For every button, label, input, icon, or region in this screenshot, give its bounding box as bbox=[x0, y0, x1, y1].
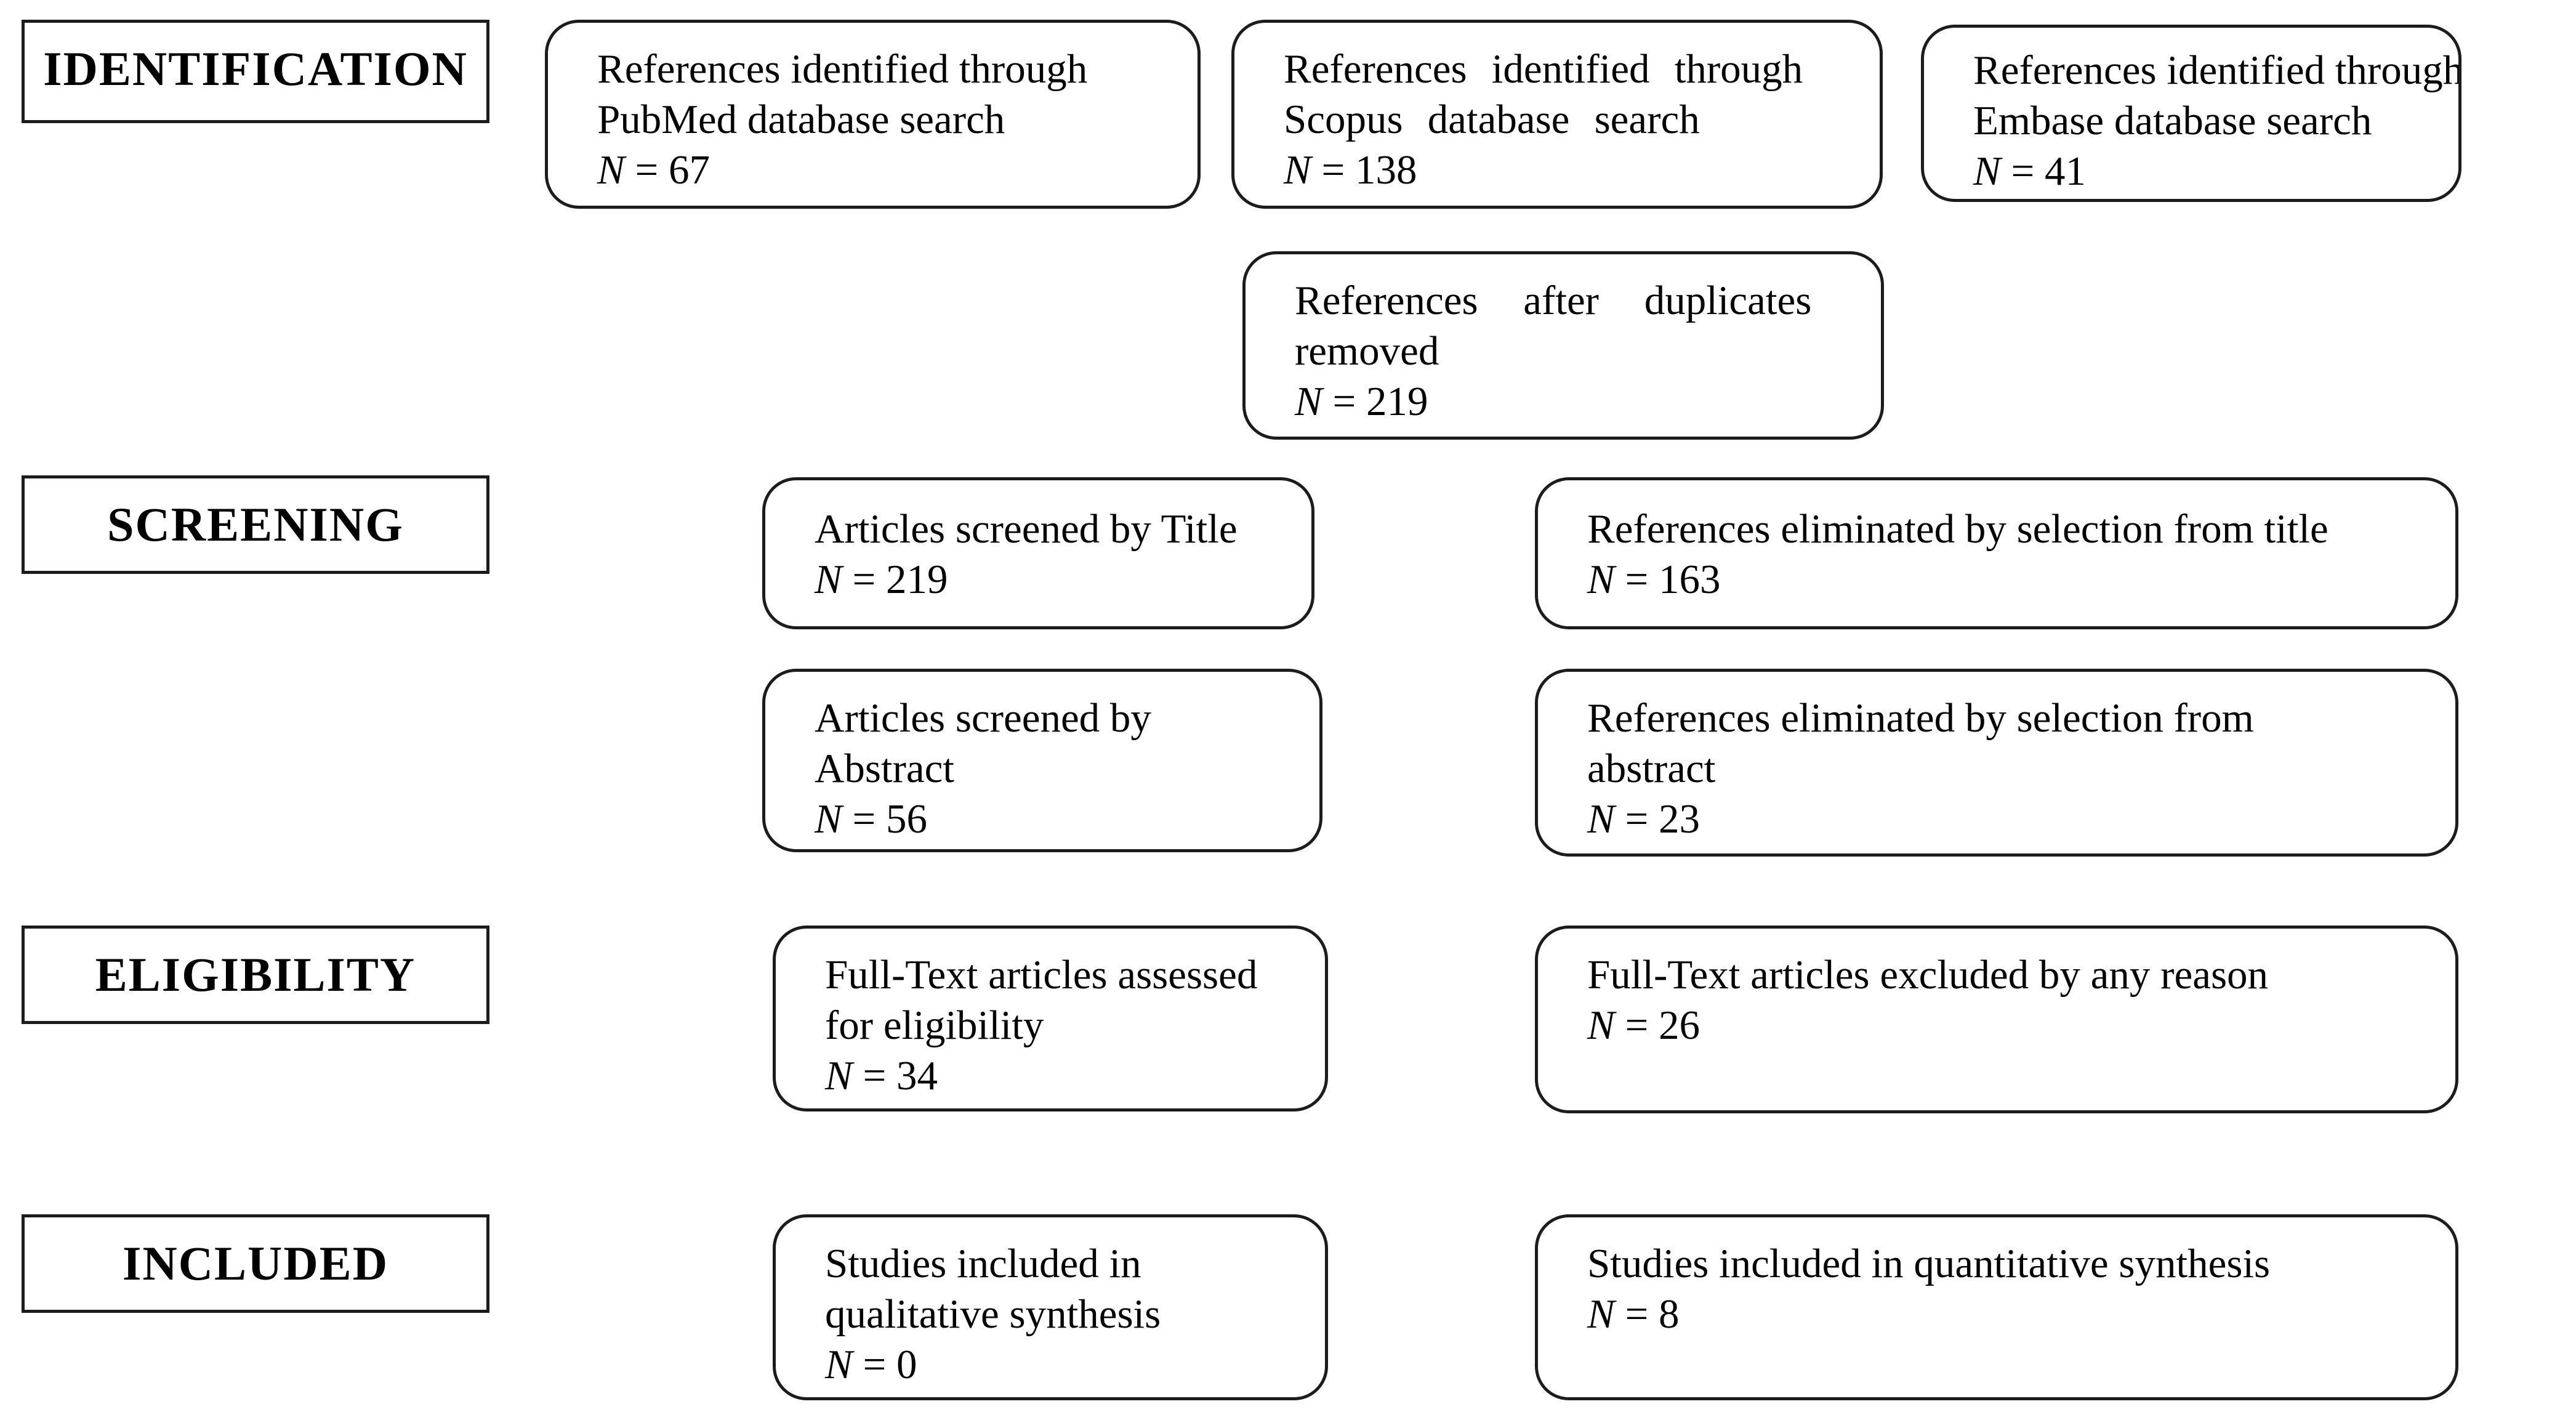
box-text-line: Articles screened by bbox=[815, 695, 1151, 741]
box-text-line: for eligibility bbox=[825, 1002, 1044, 1048]
box-screened-by-abstract: Articles screened by Abstract N = 56 bbox=[762, 669, 1322, 852]
box-references-scopus: References identified through Scopus dat… bbox=[1231, 20, 1883, 209]
record-count: N = 163 bbox=[1587, 557, 1721, 602]
stage-label-identification: IDENTIFICATION bbox=[22, 20, 489, 123]
record-count: N = 34 bbox=[825, 1053, 938, 1099]
box-screened-by-title: Articles screened by Title N = 219 bbox=[762, 477, 1314, 629]
box-text-line: Full-Text articles assessed bbox=[825, 952, 1258, 998]
box-text-line: abstract bbox=[1587, 746, 1716, 791]
box-eliminated-from-abstract: References eliminated by selection from … bbox=[1535, 669, 2458, 857]
record-count: N = 41 bbox=[1973, 148, 2086, 194]
box-text-line: References identified through bbox=[1284, 46, 1803, 92]
box-fulltext-assessed: Full-Text articles assessed for eligibil… bbox=[773, 926, 1328, 1111]
box-text-line: PubMed database search bbox=[597, 97, 1005, 142]
box-eliminated-from-title: References eliminated by selection from … bbox=[1535, 477, 2458, 629]
box-text-line: References identified through bbox=[597, 46, 1088, 92]
box-text-line: Abstract bbox=[815, 746, 954, 791]
box-text-line: References identified through bbox=[1973, 47, 2461, 93]
box-text-line: Full-Text articles excluded by any reaso… bbox=[1587, 952, 2269, 998]
box-references-embase: References identified through Embase dat… bbox=[1921, 25, 2461, 202]
record-count: N = 23 bbox=[1587, 796, 1700, 842]
box-duplicates-removed: References after duplicates removed N = … bbox=[1242, 251, 1884, 440]
box-text-line: References eliminated by selection from bbox=[1587, 695, 2254, 741]
stage-label-eligibility: ELIGIBILITY bbox=[22, 926, 489, 1024]
record-count: N = 8 bbox=[1587, 1291, 1680, 1337]
box-fulltext-excluded: Full-Text articles excluded by any reaso… bbox=[1535, 926, 2458, 1113]
box-references-pubmed: References identified through PubMed dat… bbox=[545, 20, 1201, 209]
record-count: N = 219 bbox=[1295, 379, 1428, 424]
record-count: N = 67 bbox=[597, 147, 710, 193]
box-text-line: Studies included in bbox=[825, 1241, 1141, 1286]
stage-label-screening: SCREENING bbox=[22, 475, 489, 574]
box-text-line: qualitative synthesis bbox=[825, 1291, 1161, 1337]
record-count: N = 138 bbox=[1284, 147, 1417, 193]
box-text-line: Embase database search bbox=[1973, 98, 2372, 143]
box-text-line: References after duplicates bbox=[1295, 278, 1812, 323]
record-count: N = 0 bbox=[825, 1342, 917, 1387]
stage-label-included: INCLUDED bbox=[22, 1214, 489, 1313]
box-text-line: References eliminated by selection from … bbox=[1587, 506, 2328, 552]
box-text-line: Studies included in quantitative synthes… bbox=[1587, 1241, 2271, 1286]
box-text-line: Scopus database search bbox=[1284, 97, 1700, 142]
box-text-line: removed bbox=[1295, 328, 1439, 374]
record-count: N = 56 bbox=[815, 796, 927, 842]
record-count: N = 26 bbox=[1587, 1002, 1700, 1048]
box-qualitative-synthesis: Studies included in qualitative synthesi… bbox=[773, 1214, 1328, 1400]
record-count: N = 219 bbox=[815, 557, 948, 602]
box-quantitative-synthesis: Studies included in quantitative synthes… bbox=[1535, 1214, 2458, 1400]
box-text-line: Articles screened by Title bbox=[815, 506, 1238, 552]
